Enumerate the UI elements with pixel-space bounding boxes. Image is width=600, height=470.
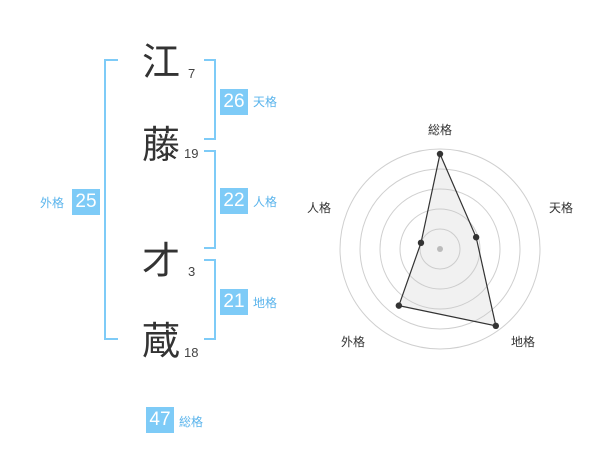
radar-axis-label-gai: 外格 bbox=[341, 335, 366, 349]
gaikaku-label: 外格 bbox=[40, 196, 65, 210]
jinkaku-value-badge: 22 bbox=[220, 188, 248, 214]
stroke-count-1: 7 bbox=[188, 66, 196, 81]
radar-ring bbox=[419, 228, 461, 270]
name-char-4: 蔵 bbox=[142, 319, 181, 363]
radar-axis-label-sou: 総格 bbox=[428, 123, 453, 137]
radar-point-2 bbox=[492, 322, 500, 330]
radar-center-dot bbox=[437, 246, 443, 252]
radar-point-4 bbox=[417, 239, 425, 247]
chikaku-value-badge: 21 bbox=[220, 289, 248, 315]
radar-point-3 bbox=[395, 302, 403, 309]
soukaku-value-badge: 47 bbox=[146, 407, 174, 433]
soukaku-label: 総格 bbox=[179, 415, 204, 429]
tenkaku-bracket bbox=[204, 59, 216, 140]
radar-point-0 bbox=[436, 150, 444, 158]
tenkaku-label: 天格 bbox=[253, 95, 278, 109]
tenkaku-value-badge: 26 bbox=[220, 89, 248, 115]
radar-axis-label-jin: 人格 bbox=[307, 201, 332, 215]
name-char-1: 江 bbox=[142, 40, 181, 84]
chikaku-bracket bbox=[204, 259, 216, 340]
jinkaku-bracket bbox=[204, 150, 216, 249]
chikaku-label: 地格 bbox=[253, 296, 278, 310]
name-char-2: 藤 bbox=[142, 123, 181, 167]
stroke-count-3: 3 bbox=[188, 264, 196, 279]
jinkaku-label: 人格 bbox=[253, 195, 278, 209]
radar-ring bbox=[379, 188, 501, 310]
radar-series-polygon bbox=[398, 152, 497, 327]
radar-ring bbox=[399, 208, 481, 290]
radar-axis-label-chi: 地格 bbox=[511, 335, 536, 349]
stroke-count-4: 18 bbox=[184, 345, 199, 360]
radar-point-1 bbox=[472, 234, 480, 241]
name-char-3: 才 bbox=[142, 239, 181, 283]
gaikaku-value-badge: 25 bbox=[72, 189, 100, 215]
radar-ring bbox=[339, 148, 541, 350]
radar-ring bbox=[359, 168, 521, 330]
stroke-count-2: 19 bbox=[184, 146, 199, 161]
radar-axis-label-ten: 天格 bbox=[549, 201, 574, 215]
gaikaku-bracket bbox=[104, 59, 118, 340]
